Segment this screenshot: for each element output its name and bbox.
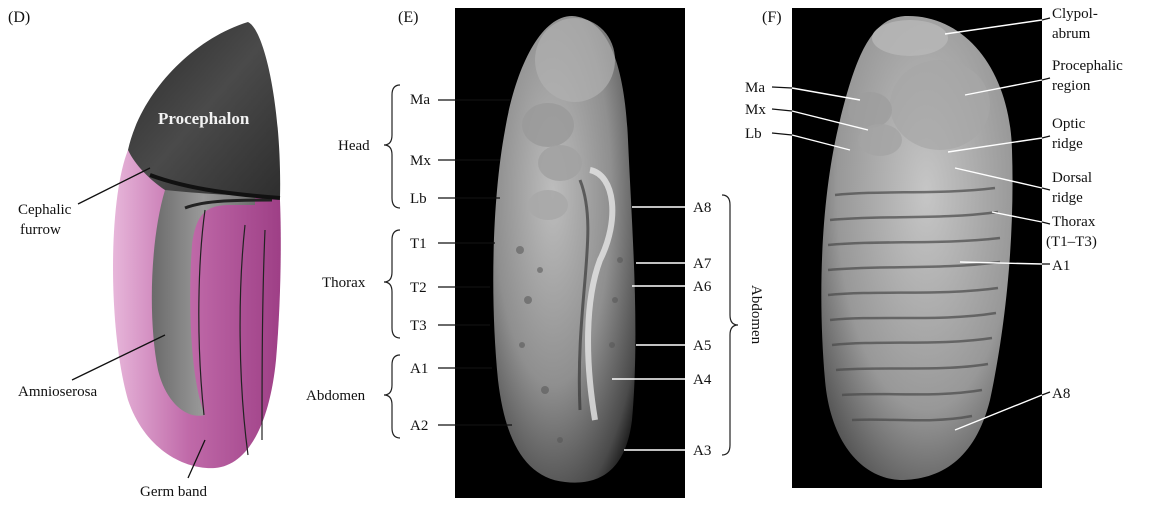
f-label-optic-2: ridge	[1052, 136, 1083, 152]
germ-band-label: Germ band	[140, 484, 208, 500]
f-right-label-bg	[1042, 0, 1153, 505]
embryo-e-labium	[528, 190, 568, 220]
f-label-clypolabrum-1: Clypol-	[1052, 6, 1098, 22]
group-abdomen-left-label: Abdomen	[306, 388, 366, 404]
f-label-clypolabrum-2: abrum	[1052, 26, 1091, 42]
panel-f-tag: (F)	[762, 9, 782, 26]
panel-d: (D) Procephalon Cephalic furrow Amnioser…	[8, 9, 281, 500]
e-label-lb: Lb	[410, 191, 427, 207]
e-label-a5: A5	[693, 338, 711, 354]
e-label-a1: A1	[410, 361, 428, 377]
embryo-e-maxilla	[538, 145, 582, 181]
e-label-a7: A7	[693, 256, 712, 272]
f-label-procephalic-2: region	[1052, 78, 1091, 94]
e-label-a3: A3	[693, 443, 711, 459]
panel-e-tag-text: (E)	[398, 9, 418, 26]
f-label-procephalic-1: Procephalic	[1052, 58, 1123, 74]
embryo-f-clypolabrum	[872, 20, 948, 56]
f-label-thorax-1: Thorax	[1052, 214, 1096, 230]
e-label-a2: A2	[410, 418, 428, 434]
cephalic-label-line2: furrow	[20, 222, 61, 238]
group-head-label: Head	[338, 138, 370, 154]
f-label-a1: A1	[1052, 258, 1070, 274]
e-label-t3: T3	[410, 318, 427, 334]
panel-d-tag: (D)	[8, 9, 30, 26]
embryo-f-gnathal-1	[848, 92, 892, 128]
embryo-e-head-lobe	[535, 18, 615, 102]
embryo-f-procephalic	[890, 60, 990, 150]
f-label-optic-1: Optic	[1052, 116, 1086, 132]
f-label-dorsal-1: Dorsal	[1052, 170, 1092, 186]
group-thorax-label: Thorax	[322, 275, 366, 291]
e-label-a8: A8	[693, 200, 711, 216]
e-label-ma: Ma	[410, 92, 430, 108]
panel-f: (F) Ma Mx Lb Cly	[742, 0, 1153, 505]
e-label-t1: T1	[410, 236, 427, 252]
e-label-a6: A6	[693, 279, 712, 295]
procephalon-label: Procephalon	[158, 109, 250, 128]
f-label-mx: Mx	[745, 102, 766, 118]
amnioserosa-label: Amnioserosa	[18, 384, 97, 400]
brace-abdomen-left	[384, 355, 400, 438]
group-abdomen-right-label: Abdomen	[748, 285, 764, 345]
f-label-a8: A8	[1052, 386, 1070, 402]
f-label-thorax-2: (T1–T3)	[1046, 234, 1097, 250]
e-label-t2: T2	[410, 280, 427, 296]
f-label-dorsal-2: ridge	[1052, 190, 1083, 206]
f-label-lb: Lb	[745, 126, 762, 142]
e-label-mx: Mx	[410, 153, 431, 169]
e-label-a4: A4	[693, 372, 712, 388]
e-right-label-bg	[688, 190, 740, 460]
embryo-e-mandible	[522, 103, 574, 147]
panel-e: (E) (E) Ma Mx Lb T1 T2 T3 A1 A2	[306, 8, 764, 498]
f-label-ma: Ma	[745, 80, 765, 96]
brace-thorax	[384, 230, 400, 338]
cephalic-label-line1: Cephalic	[18, 202, 72, 218]
brace-head	[384, 85, 400, 208]
